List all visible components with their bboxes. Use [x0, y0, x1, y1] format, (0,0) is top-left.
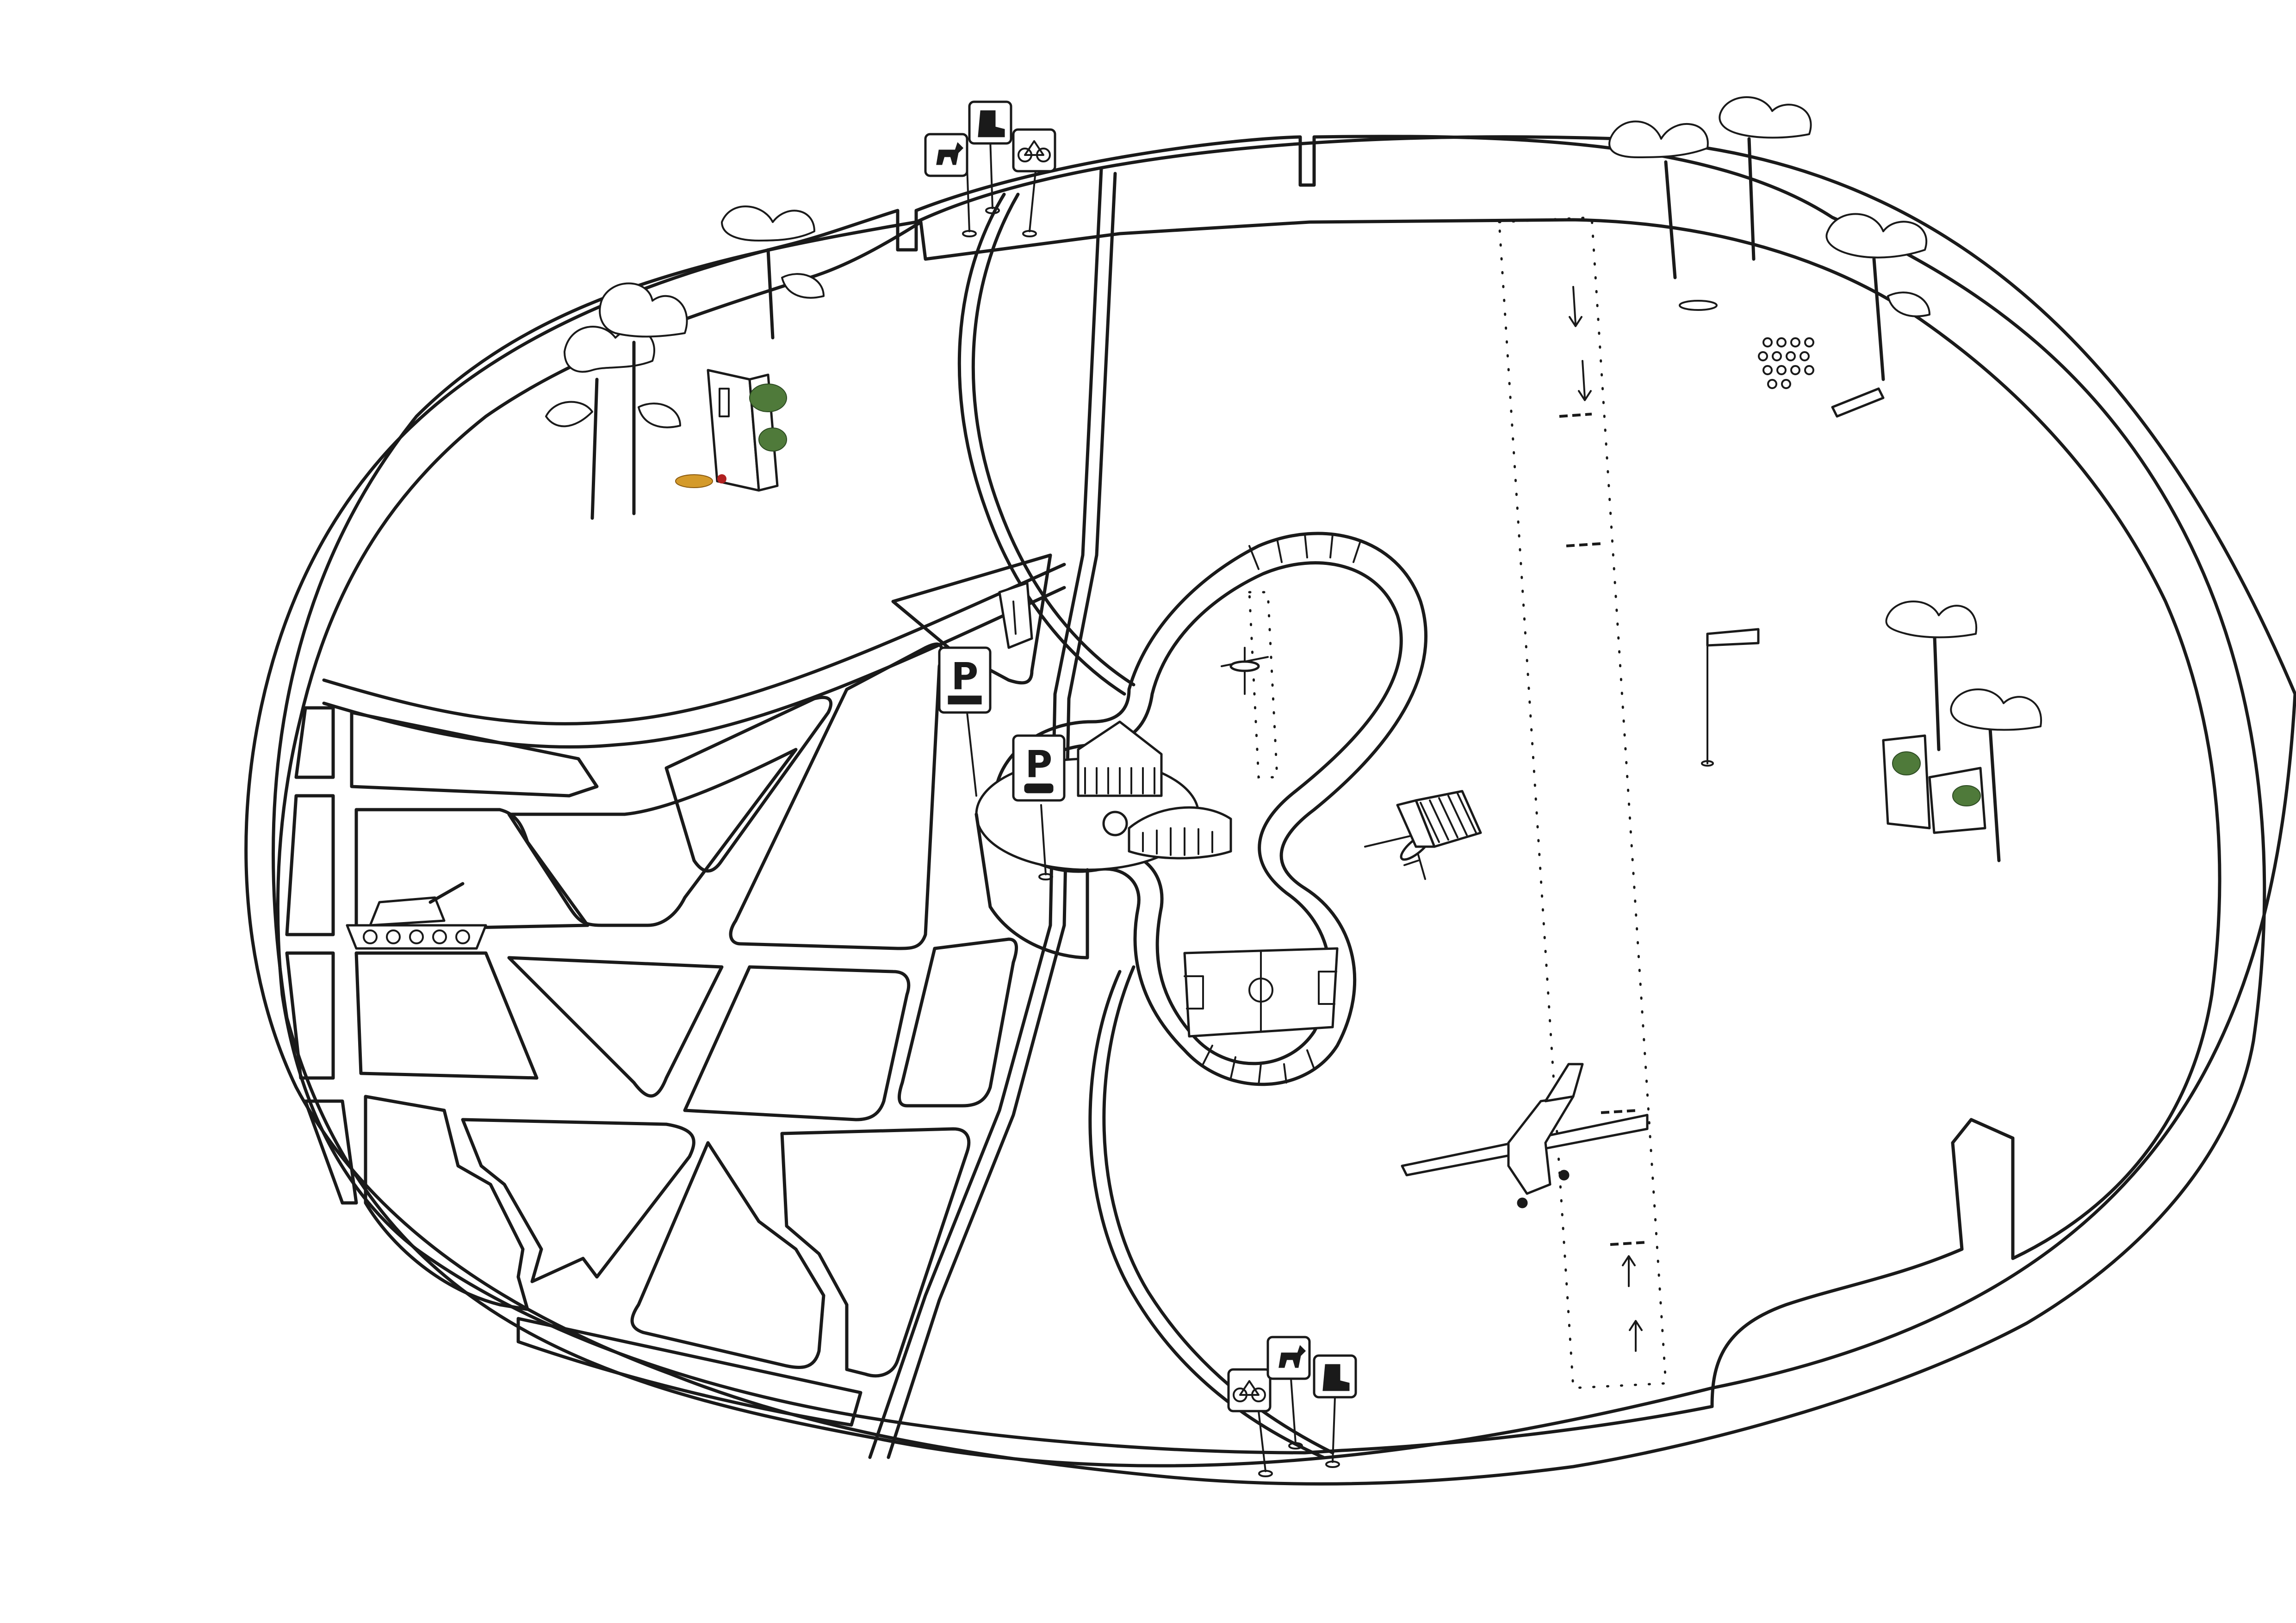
dog-sign-icon: [1266, 1336, 1311, 1450]
sign-cluster-top: [924, 100, 1056, 237]
gate-structure: [998, 582, 1033, 649]
football-field-icon: [1183, 947, 1339, 1038]
parking-letter: P: [1025, 743, 1053, 786]
trees-right: [1882, 601, 2042, 862]
tree-icon: [599, 282, 688, 515]
skate-sign-icon: [1313, 1354, 1357, 1468]
outer-ring-road: [272, 135, 2296, 1468]
memorial-wall: [675, 369, 787, 492]
skate-sign-icon: [968, 100, 1012, 214]
windsock-icon: [1701, 628, 1760, 767]
tree-icon: [1608, 120, 1709, 279]
tree-icon: [1825, 213, 1930, 381]
tank-icon: [346, 882, 487, 950]
tree-icon: [1950, 688, 2042, 862]
parking-car-sign-icon: P: [1012, 734, 1066, 880]
bicycle-sign-icon: [1227, 1368, 1273, 1477]
tree-icon: [721, 205, 825, 340]
central-hub: [974, 720, 1232, 960]
tree-icon: [545, 326, 655, 520]
left-district-blocks: [285, 553, 1066, 1427]
tree-icon: [1885, 601, 1978, 751]
sign-cluster-bottom: [1227, 1336, 1357, 1477]
airplane-icon: [1401, 1063, 1649, 1208]
trees-top-right: [1608, 96, 1930, 418]
parking-tank-sign-icon: P: [938, 646, 992, 797]
bicycle-sign-icon: [1012, 128, 1056, 237]
outer-boundary: [244, 135, 2266, 1486]
runway: [1248, 216, 1667, 1389]
hangar-icon: [1396, 790, 1482, 848]
small-plane-icon: [1221, 647, 1269, 695]
dog-sign-icon: [924, 133, 977, 237]
parking-letter: P: [951, 655, 979, 698]
stone-circle-cluster: [1758, 337, 1814, 389]
trees-top-left: [545, 205, 825, 520]
tree-icon: [1719, 96, 1812, 261]
central-road: [868, 167, 1117, 1459]
